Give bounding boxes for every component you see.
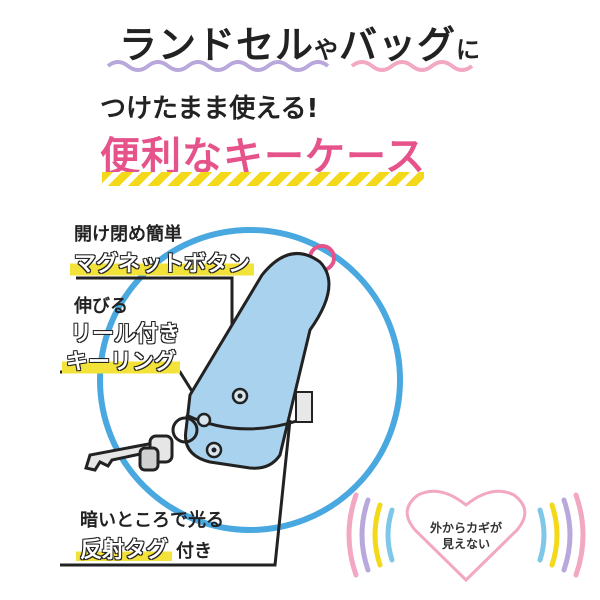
callout-reel-line3: キーリング (62, 344, 181, 376)
yellow-stripe-divider (102, 172, 424, 186)
wave-arcs-right (537, 492, 586, 578)
subtitle: つけたまま使える! (100, 94, 319, 124)
wavy-underline-lavender (106, 60, 330, 72)
keys-icon (84, 416, 199, 472)
heart-note-line1: 外からカギが (429, 521, 502, 535)
heart-icon (405, 489, 527, 583)
callout-reel-line2: リール付き (69, 321, 181, 347)
wavy-underline-pink (350, 60, 474, 72)
headline: ランドセルやバッグに (0, 14, 600, 69)
callout-magnet-line1: 開け閉め簡単 (74, 224, 182, 245)
callout-reflect-suffix: 付き (176, 541, 213, 562)
callout-magnet-line2: マグネットボタン (70, 246, 255, 278)
headline-part2: バッグ (339, 23, 457, 67)
callout-reflect-line1: 暗いところで光る (80, 510, 224, 531)
headline-conj2: に (456, 36, 482, 64)
headline-conj1: や (314, 36, 339, 64)
background-ring (97, 227, 403, 533)
callout-reel-line1: 伸びる (74, 296, 128, 317)
leader-line-reflect (60, 419, 292, 567)
wave-arcs-left (346, 492, 395, 578)
heart-note-line2: 見えない (441, 537, 490, 551)
callout-reflect-tag: 反射タグ (76, 537, 173, 564)
headline-part1: ランドセル (118, 23, 314, 67)
callout-reflect-line2: 反射タグ付き (76, 532, 212, 564)
heart-note: 外からカギが 見えない (416, 520, 516, 552)
key-case-icon (184, 252, 331, 470)
